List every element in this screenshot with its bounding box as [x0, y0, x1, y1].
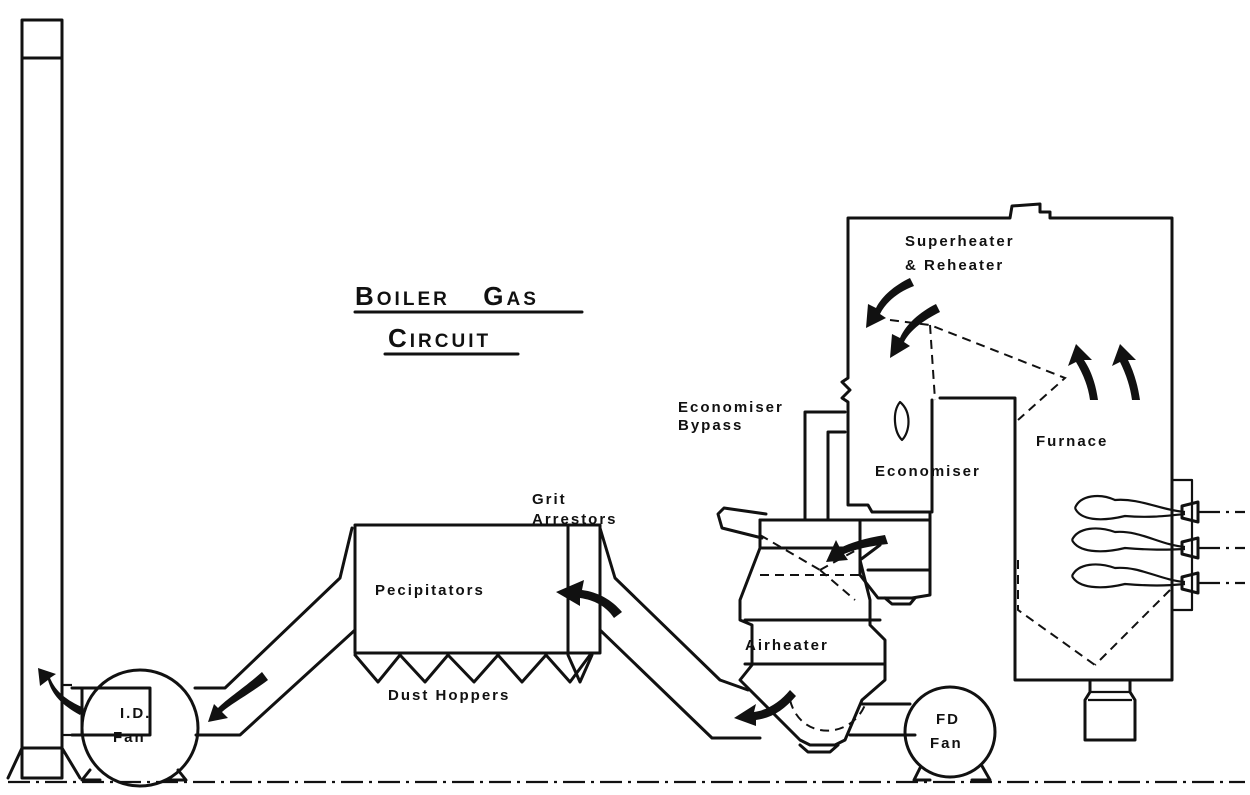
title-line1-cap: B — [355, 281, 377, 311]
chimney-base — [6, 746, 82, 780]
precipitator-inlet-flow-arrow — [556, 580, 622, 618]
dust-hoppers-shape — [353, 653, 592, 684]
superheater-label-line2: & Reheater — [905, 257, 1004, 274]
title-line2-small: IRCUIT — [410, 331, 491, 352]
furnace-ash-hopper — [1083, 678, 1137, 742]
fd-fan-label-line1: FD — [936, 711, 960, 728]
precipitators-label: Pecipitators — [375, 582, 485, 599]
title-line1b-small: AS — [507, 289, 539, 310]
boiler-outer-casing — [846, 202, 1174, 682]
fd-fan-casing — [903, 685, 997, 779]
chimney-flow-arrow — [38, 668, 84, 715]
precipitator-outlet-duct — [193, 526, 357, 737]
fd-fan: FD Fan — [903, 685, 997, 782]
furnace-flow-arrow-2 — [1112, 344, 1140, 400]
id-fan-label-line2: Fan — [113, 729, 146, 746]
chimney — [6, 18, 84, 780]
airheater-casing — [738, 518, 887, 747]
title-line2-cap: C — [388, 323, 410, 353]
airheater-inlet-flow-arrow — [826, 535, 888, 562]
id-duct-flow-arrow — [208, 672, 268, 722]
fd-fan-label-line2: Fan — [930, 735, 963, 752]
id-fan: I.D. Fan — [70, 668, 200, 788]
precipitators: Pecipitators Dust Hoppers Grit Arrestors — [353, 491, 622, 704]
furnace-label: Furnace — [1036, 433, 1108, 450]
svg-text:BOILER GAS: BOILER GAS — [355, 281, 539, 311]
superheater-label-line1: Superheater — [905, 233, 1015, 250]
burner-nozzle-2 — [1180, 536, 1200, 560]
burner-nozzle-3 — [1180, 571, 1200, 595]
burners — [1071, 478, 1245, 612]
furnace-flow-arrow-1 — [1068, 344, 1098, 400]
airheater-outlet-flow-arrow — [734, 690, 796, 726]
grit-arrestors-label-line1: Grit — [532, 491, 567, 508]
id-fan-label-line1: I.D. — [120, 705, 151, 722]
id-fan-casing — [80, 668, 200, 788]
grit-arrestors-label-line2: Arrestors — [532, 511, 618, 528]
economiser-tube-coil — [893, 400, 910, 442]
title-line1b-cap: G — [483, 281, 506, 311]
superheater-flow-arrow-1 — [866, 278, 914, 328]
economiser-casing — [840, 328, 932, 600]
dust-hoppers-label: Dust Hoppers — [388, 687, 510, 704]
boiler: Superheater & Reheater Economiser Furnac… — [840, 202, 1245, 742]
economiser-bypass-label-line1: Economiser — [678, 399, 784, 416]
economiser-label: Economiser — [875, 463, 981, 480]
airheater-outlet-duct — [598, 526, 762, 740]
title-line1-small: OILER — [377, 289, 450, 310]
airheater: Airheater — [734, 518, 888, 754]
burner-nozzle-1 — [1180, 500, 1200, 524]
economiser-bypass-label-line2: Bypass — [678, 417, 743, 434]
chimney-stack — [20, 18, 64, 780]
diagram-title: BOILER GAS CIRCUIT — [353, 281, 584, 356]
svg-text:CIRCUIT: CIRCUIT — [388, 323, 491, 353]
economiser-bypass: Economiser Bypass — [678, 399, 867, 540]
superheater-flow-arrow-2 — [890, 304, 940, 358]
precipitator-body — [353, 523, 602, 655]
air-inlet-stub — [716, 506, 768, 540]
airheater-label: Airheater — [745, 637, 829, 654]
